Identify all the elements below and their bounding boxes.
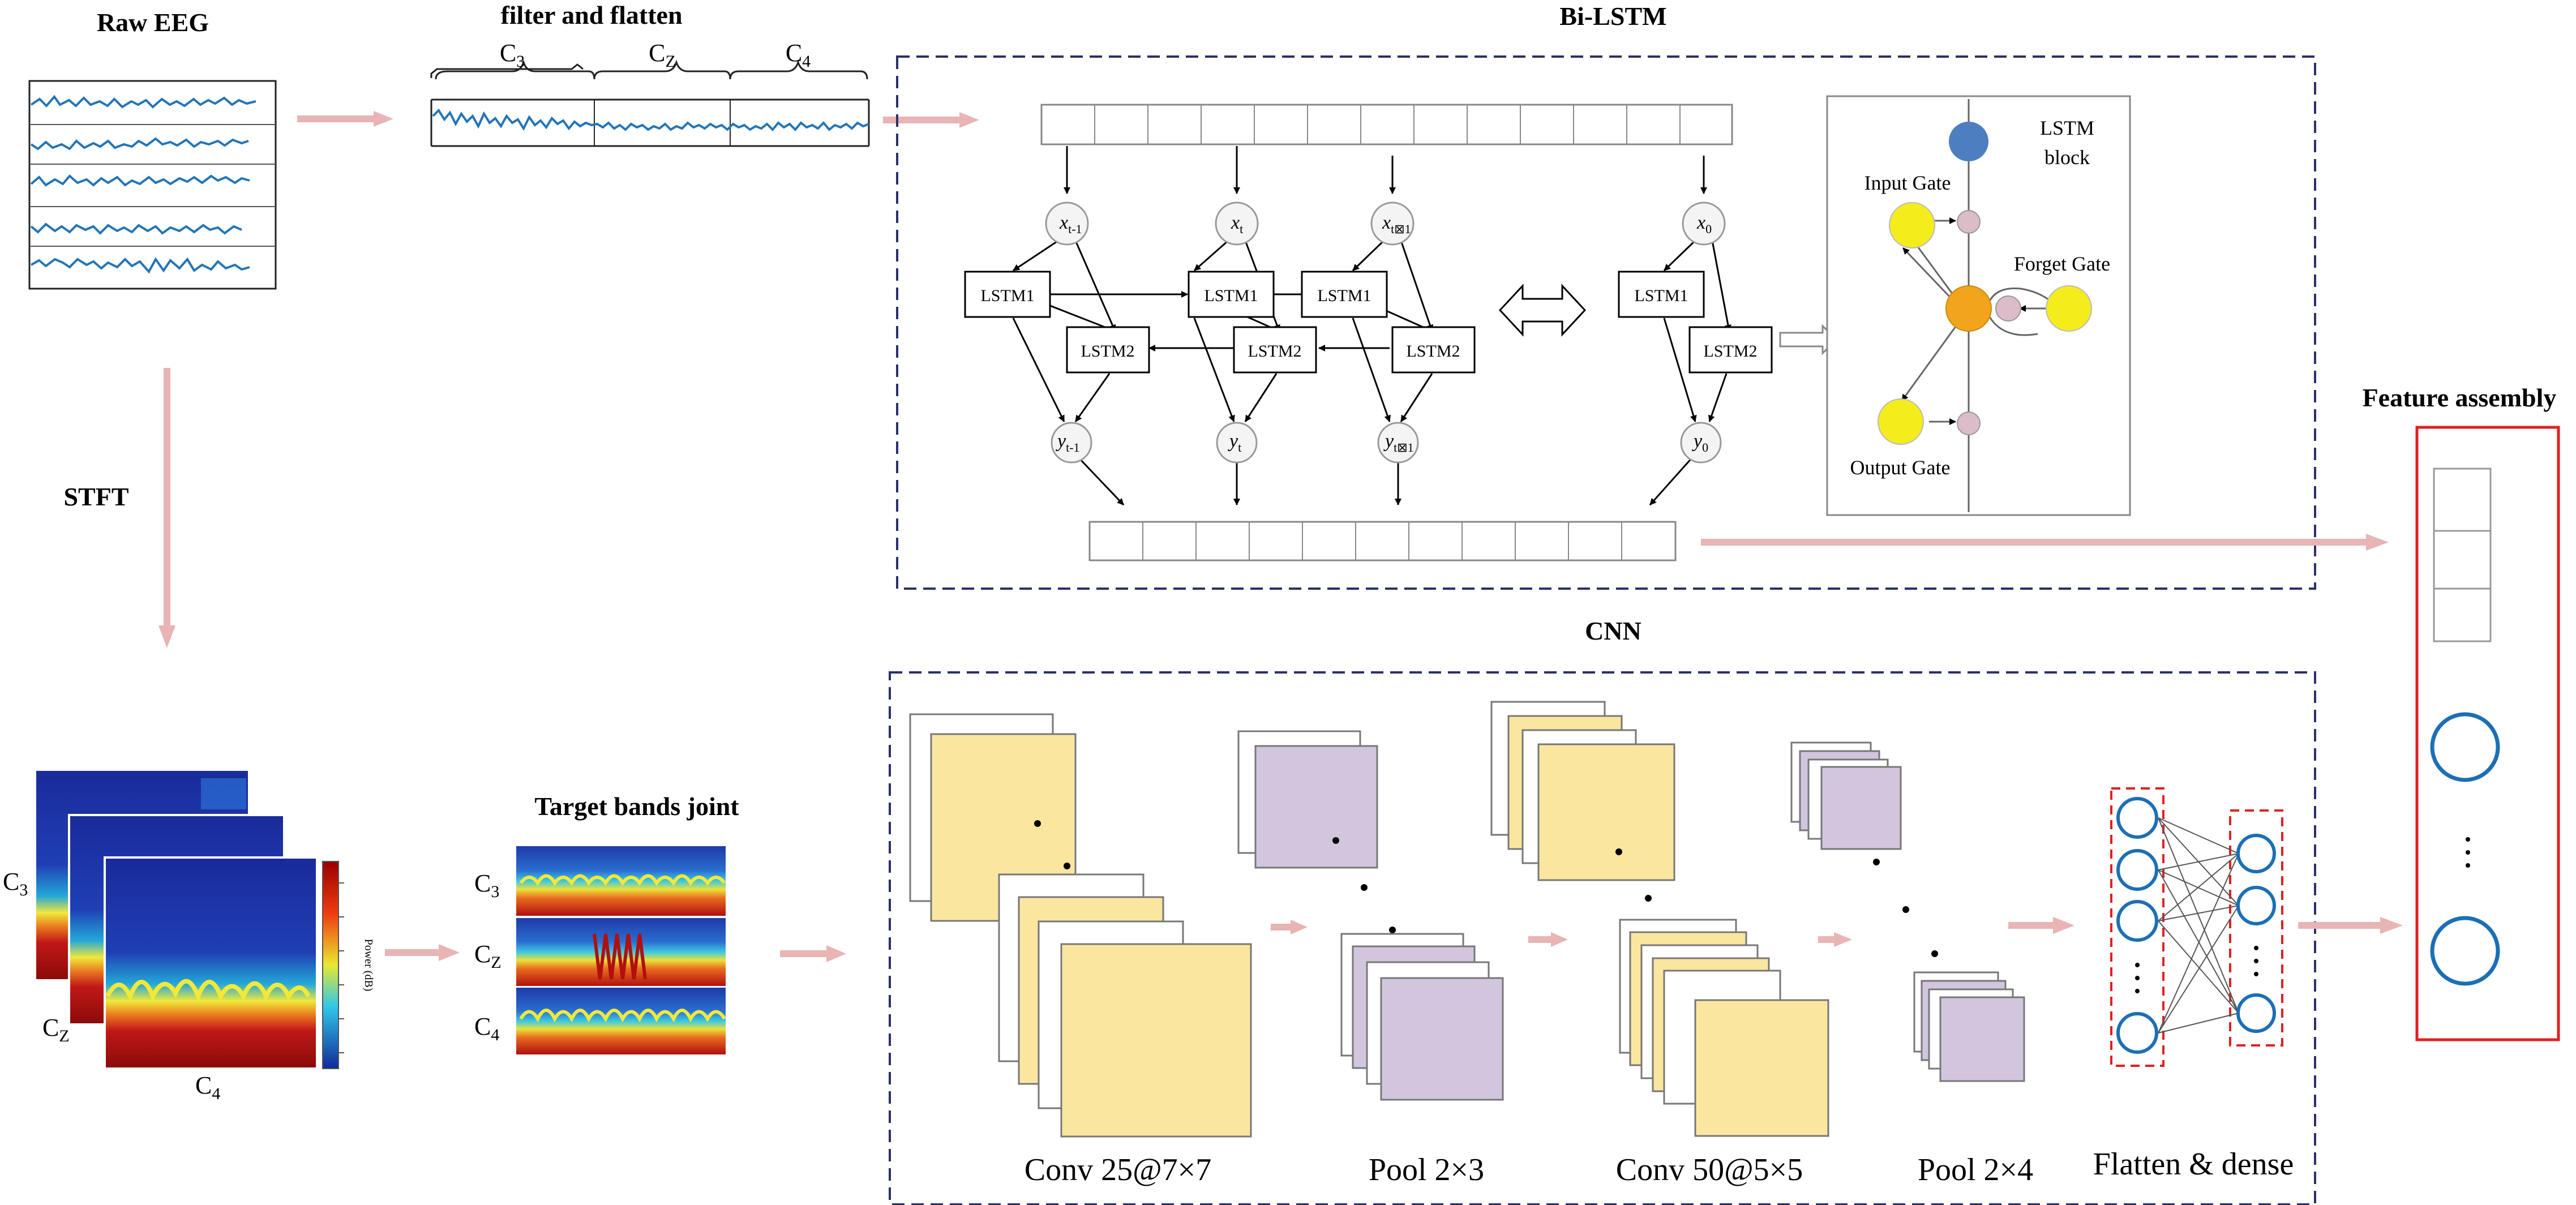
dense-network: [2110, 787, 2283, 1067]
double-arrow-icon: [1498, 284, 1587, 337]
y-node-label-0: y0: [1692, 431, 1708, 454]
x-node-label-t: xt: [1231, 212, 1243, 236]
dense-label: Flatten & dense: [2093, 1147, 2294, 1182]
arrow-stft: [158, 368, 175, 648]
channel-label-cz-spec: CZ: [42, 1014, 70, 1045]
lstm2-label-4: LSTM2: [1703, 342, 1757, 361]
conv2-label: Conv 50@5×5: [1616, 1152, 1803, 1187]
pool2-maps: [1790, 741, 2025, 1082]
raw-eeg-panel: [28, 80, 277, 290]
x-node-label-0: x0: [1696, 212, 1712, 236]
y-node-label-t-minus-1: yt-1: [1056, 431, 1080, 454]
arrow-raw-to-filter: [297, 111, 393, 127]
output-gate-label: Output Gate: [1850, 456, 1951, 479]
arrow-bands-to-cnn: [780, 945, 846, 962]
conv2-maps: [1490, 701, 1829, 1137]
conv1-maps: [909, 713, 1252, 1138]
y-node-label-t-plus-1: yt⊠1: [1383, 431, 1414, 454]
channel-label-c3-top: C3: [500, 39, 525, 71]
cnn-title: CNN: [1585, 616, 1641, 645]
arrow-pool2-dense: [2008, 917, 2074, 934]
lstm-block-subtitle: block: [2044, 146, 2090, 169]
x-node-label-t-minus-1: xt-1: [1059, 212, 1082, 236]
conv1-label: Conv 25@7×7: [1025, 1152, 1212, 1187]
lstm-block-detail: [1826, 95, 2131, 516]
channel-label-c4-band: C4: [474, 1013, 499, 1044]
spectrogram-stack: [34, 769, 344, 1070]
arrow-dense-to-features: [2298, 917, 2403, 934]
lstm1-label-1: LSTM1: [980, 286, 1034, 305]
cnn-box: [889, 671, 2316, 1205]
lstm1-cells: [964, 271, 1705, 318]
pool2-label: Pool 2×4: [1918, 1152, 2033, 1187]
lstm2-label-2: LSTM2: [1248, 342, 1301, 361]
bi-lstm-title: Bi-LSTM: [1559, 2, 1666, 31]
arrow-spec-to-bands: [385, 944, 460, 961]
lstm1-label-2: LSTM1: [1204, 286, 1258, 305]
raw-eeg-title: Raw EEG: [97, 8, 209, 37]
filter-flatten-title: filter and flatten: [500, 1, 682, 29]
lstm-output-sequence: [1088, 521, 1677, 561]
feature-assembly-column: [2415, 426, 2560, 1041]
arrow-conv1-pool1: [1271, 920, 1308, 934]
bi-lstm-box: [896, 55, 2316, 590]
channel-label-c4-spec: C4: [195, 1071, 220, 1103]
lstm2-label-1: LSTM2: [1081, 342, 1134, 361]
channel-label-cz-top: CZ: [649, 39, 676, 71]
arrow-lstm-to-features: [1701, 534, 2389, 551]
forget-gate-label: Forget Gate: [2014, 252, 2110, 275]
y-node-label-t: yt: [1228, 431, 1241, 454]
lstm-x-nodes: [1045, 201, 1726, 246]
target-bands-panel: [516, 846, 726, 1054]
pool1-maps: [1237, 730, 1504, 1101]
x-node-label-t-plus-1: xt⊠1: [1382, 212, 1411, 236]
channel-label-c4-top: C4: [786, 39, 811, 71]
input-gate-label: Input Gate: [1865, 171, 1951, 194]
lstm-unrolled: [1012, 146, 1731, 506]
channel-label-c3-spec: C3: [3, 868, 28, 899]
target-bands-title: Target bands joint: [534, 792, 739, 821]
lstm2-label-3: LSTM2: [1406, 342, 1460, 361]
lstm1-label-4: LSTM1: [1634, 286, 1688, 305]
arrow-pool1-conv2: [1528, 932, 1568, 947]
pool1-label: Pool 2×3: [1369, 1152, 1484, 1187]
arrow-conv2-pool2: [1818, 932, 1852, 947]
channel-label-c3-band: C3: [474, 869, 499, 901]
lstm-block-title: LSTM: [2040, 117, 2094, 139]
vertical-dots-icon: [2135, 946, 2258, 993]
channel-label-cz-band: CZ: [474, 940, 502, 972]
lstm2-cells: [1066, 326, 1773, 374]
lstm-input-sequence: [1040, 104, 1733, 145]
lstm1-label-3: LSTM1: [1317, 286, 1371, 305]
stft-label: STFT: [63, 482, 128, 511]
colorbar-label: Power (dB): [362, 939, 375, 992]
lstm-y-nodes: [1051, 422, 1722, 464]
feature-assembly-title: Feature assembly: [2363, 383, 2557, 412]
filtered-signal-panel: [430, 59, 870, 147]
